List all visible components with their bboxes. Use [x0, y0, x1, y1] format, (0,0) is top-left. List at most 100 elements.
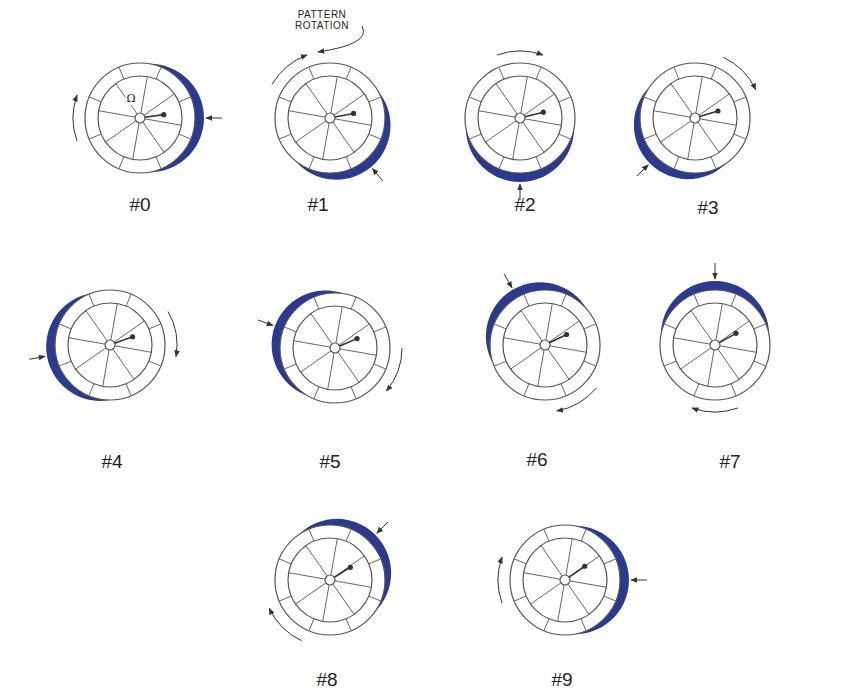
wheel [634, 57, 756, 179]
wheel-spoke [671, 84, 692, 114]
rotation-arrow [557, 388, 597, 411]
rim-segment [284, 364, 296, 369]
heavy-spot-arrow [29, 356, 45, 359]
rim-segment [524, 384, 529, 396]
wheel-ring [275, 63, 385, 173]
rim-segment [309, 619, 314, 631]
heavy-spot-crescent [298, 519, 391, 612]
reference-dot [715, 108, 720, 113]
wheel-spoke [523, 122, 544, 152]
reference-dot [733, 331, 738, 336]
wheel-spoke [521, 77, 527, 113]
wheel-ring [503, 303, 587, 387]
rim-segment [279, 97, 291, 102]
heavy-spot-arrow [637, 165, 648, 176]
wheel-spoke [521, 311, 542, 341]
figure-number: #8 [316, 670, 337, 691]
wheel-spoke [301, 351, 331, 372]
wheel-spoke [716, 304, 722, 340]
reference-dot [351, 111, 356, 116]
wheel-spoke [103, 350, 109, 386]
wheel [486, 274, 600, 411]
rotation-arrow [498, 557, 502, 603]
wheel-spoke [335, 119, 371, 125]
wheel-ring [660, 290, 770, 400]
rotation-arrow [272, 55, 307, 84]
wheel-spoke [133, 123, 139, 159]
rim-segment [536, 67, 541, 79]
wheel-ring [673, 303, 757, 387]
rim-segment [604, 559, 616, 564]
wheel-spoke [116, 84, 137, 114]
rim-segment [644, 97, 656, 102]
reference-dot [348, 565, 353, 570]
rim-segment [314, 297, 319, 309]
rim-segment [369, 134, 381, 139]
wheel-spoke [546, 304, 552, 340]
wheel-spoke [306, 546, 327, 576]
reference-mark [335, 113, 354, 117]
wheel-spoke [333, 584, 354, 614]
wheel-spoke [331, 77, 337, 113]
wheel-hub [325, 113, 335, 123]
rim-segment [559, 97, 571, 102]
wheel [29, 290, 177, 401]
wheel-hub [330, 343, 340, 353]
wheel-spoke [718, 349, 739, 379]
rim-segment [544, 619, 549, 631]
wheel-spoke [538, 350, 544, 386]
rim-segment [346, 529, 351, 541]
wheel-spoke [549, 321, 579, 342]
rim-segment [351, 297, 356, 309]
rim-segment [346, 619, 351, 631]
rim-segment [694, 294, 699, 306]
rim-segment [126, 294, 131, 306]
reference-mark [719, 333, 736, 342]
rim-segment [731, 294, 736, 306]
rim-segment [731, 384, 736, 396]
rim-segment [59, 361, 71, 366]
rim-segment [119, 67, 124, 79]
wheel-spoke [323, 123, 329, 159]
figure-number: #6 [526, 450, 547, 471]
wheel-ring [275, 525, 385, 635]
wheel-hub [105, 340, 115, 350]
wheel-spoke [486, 121, 516, 142]
wheel-ring [288, 76, 372, 160]
rim-segment [279, 596, 291, 601]
rim-segment [604, 596, 616, 601]
figure-number: #7 [719, 452, 740, 473]
wheel-ring [288, 538, 372, 622]
omega-symbol: Ω [125, 93, 136, 105]
wheel-hub [540, 340, 550, 350]
heavy-spot-arrow [377, 522, 388, 533]
wheel-spoke [570, 581, 606, 587]
rim-segment [734, 134, 746, 139]
wheel [660, 263, 770, 412]
rim-segment [499, 67, 504, 79]
wheel-spoke [334, 556, 364, 577]
wheel-ring [490, 290, 600, 400]
rim-segment [499, 157, 504, 169]
rim-segment [126, 384, 131, 396]
rim-segment [561, 294, 566, 306]
wheel-hub [515, 113, 525, 123]
wheel-spoke [113, 349, 134, 379]
rim-segment [754, 324, 766, 329]
rim-segment [584, 361, 596, 366]
wheel-spoke [479, 111, 515, 117]
wheel-spoke [339, 324, 369, 345]
rim-segment [279, 559, 291, 564]
reference-mark [700, 111, 718, 117]
wheel-ring [98, 76, 182, 160]
rim-segment [346, 67, 351, 79]
rim-segment [374, 327, 386, 332]
reference-dot [564, 332, 569, 337]
wheel-ring [280, 293, 390, 403]
wheel-ring [640, 63, 750, 173]
wheel-spoke [328, 353, 334, 389]
rim-segment [494, 324, 506, 329]
rim-segment [469, 134, 481, 139]
rotation-arrow [168, 312, 177, 357]
wheel-spoke [550, 346, 586, 352]
